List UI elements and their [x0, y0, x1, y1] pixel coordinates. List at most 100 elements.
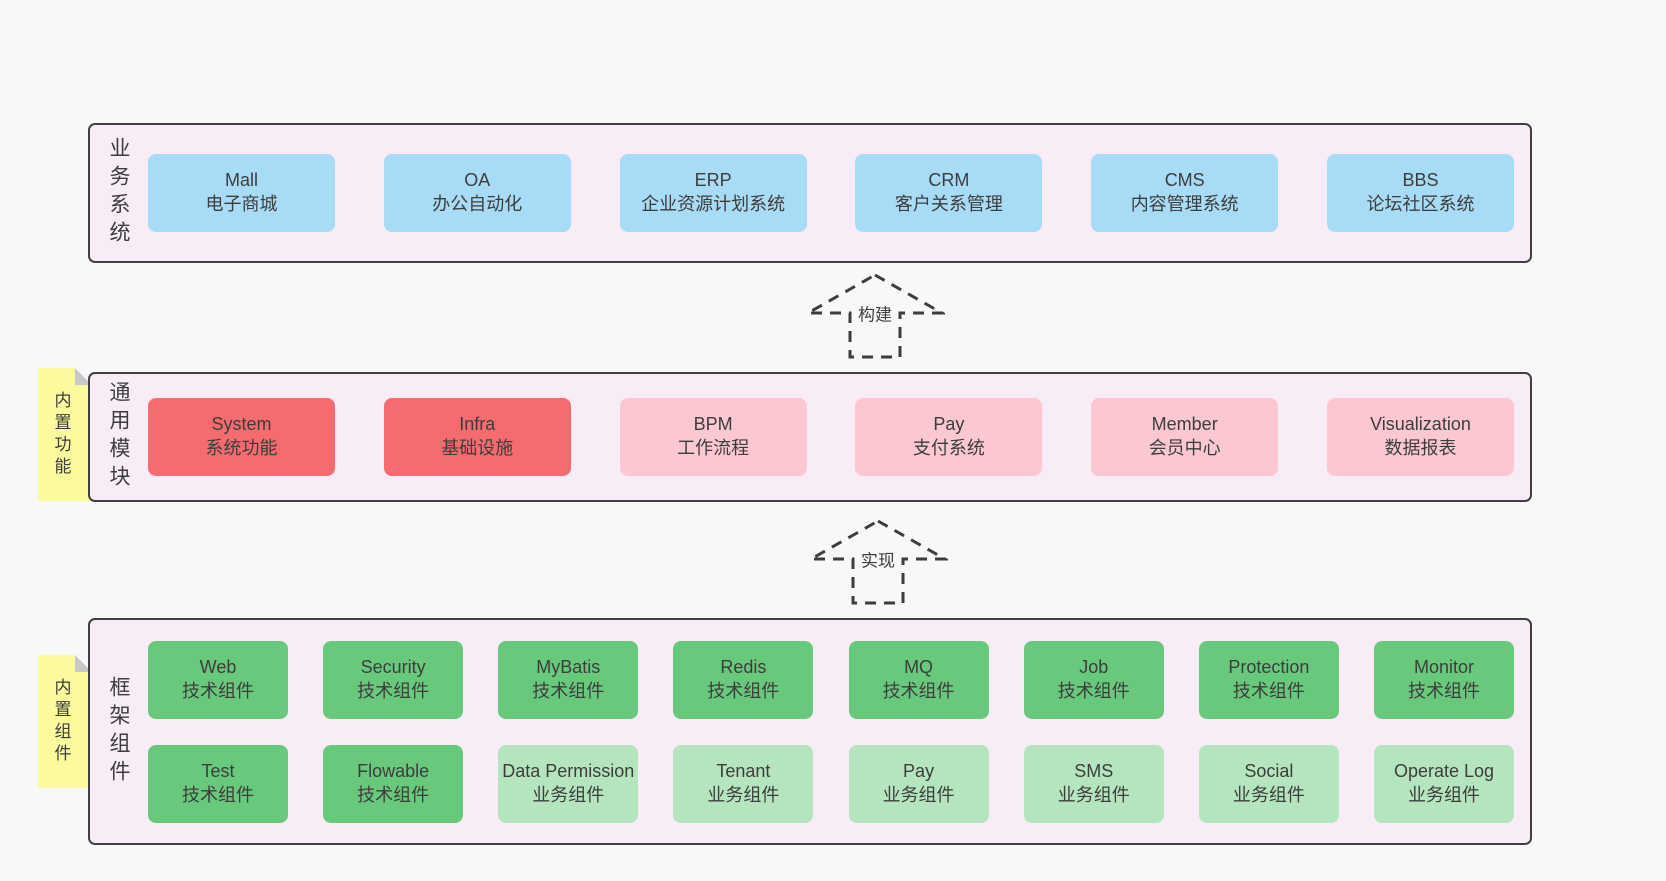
sticky-note-built-in-components: 内置组件 [38, 655, 92, 788]
module-box-title: MyBatis [536, 656, 601, 677]
module-box-bpm: BPM 工作流程 [619, 398, 807, 476]
module-box-test: Test 技术组件 [148, 744, 288, 823]
module-box-title: Pay [933, 414, 965, 435]
sticky-note-built-in-features: 内置功能 [38, 368, 92, 501]
module-box-job: Job 技术组件 [1023, 640, 1164, 719]
module-box-flowable: Flowable 技术组件 [323, 744, 464, 823]
module-box-subtitle: 技术组件 [182, 784, 254, 805]
module-box-subtitle: 工作流程 [677, 438, 750, 458]
module-box-title: CRM [928, 170, 970, 191]
section-label-business-systems: 业务系统 [107, 137, 130, 249]
module-box-subtitle: 支付系统 [912, 438, 985, 458]
module-box-title: BBS [1402, 170, 1439, 191]
sticky-note-label: 内置组件 [51, 677, 71, 766]
module-box-subtitle: 技术组件 [1407, 680, 1480, 701]
module-box-mq: MQ 技术组件 [848, 640, 989, 719]
up-arrow-icon [808, 519, 948, 605]
module-box-subtitle: 业务组件 [1407, 784, 1480, 805]
module-box-mybatis: MyBatis 技术组件 [498, 640, 639, 719]
module-box-title: Member [1151, 414, 1218, 435]
module-box-subtitle: 技术组件 [707, 680, 780, 701]
module-box-title: BPM [693, 414, 733, 435]
module-box-bbs: BBS 论坛社区系统 [1326, 154, 1514, 232]
section-common-modules: 通用模块 System 系统功能 Infra 基础设施 BPM 工作流程 Pay 支付系统 Me… [88, 372, 1532, 502]
module-box-title: ERP [694, 170, 732, 191]
module-box-subtitle: 业务组件 [532, 784, 605, 805]
up-arrow-icon [805, 273, 945, 359]
module-box-oa: OA 办公自动化 [383, 154, 571, 232]
module-box-title: Protection [1228, 656, 1310, 677]
module-box-subtitle: 技术组件 [882, 680, 955, 701]
module-box-subtitle: 论坛社区系统 [1366, 194, 1475, 214]
module-box-title: MQ [904, 656, 934, 677]
module-box-infra: Infra 基础设施 [383, 398, 571, 476]
module-box-title: Redis [720, 656, 767, 677]
module-box-subtitle: 内容管理系统 [1130, 194, 1239, 214]
module-box-subtitle: 会员中心 [1148, 438, 1221, 458]
module-box-title: OA [464, 170, 491, 191]
module-box-operate-log: Operate Log 业务组件 [1373, 744, 1514, 823]
module-box-system: System 系统功能 [148, 398, 335, 476]
module-box-title: Flowable [357, 760, 430, 781]
module-box-title: Infra [459, 414, 496, 435]
module-box-title: Test [201, 760, 235, 781]
implement-arrow-label: 实现 [858, 545, 898, 573]
module-box-title: Web [199, 656, 237, 677]
section-label-common-modules: 通用模块 [107, 381, 130, 493]
module-box-subtitle: 系统功能 [205, 438, 278, 458]
module-box-title: Visualization [1370, 414, 1471, 435]
module-box-subtitle: 办公自动化 [432, 194, 523, 214]
module-box-title: Data Permission [502, 760, 635, 781]
module-box-web: Web 技术组件 [148, 640, 288, 719]
module-box-pay: Pay 支付系统 [855, 398, 1043, 476]
module-box-subtitle: 技术组件 [1232, 680, 1305, 701]
module-box-subtitle: 电子商城 [205, 194, 278, 214]
module-box-subtitle: 基础设施 [441, 438, 514, 458]
module-box-subtitle: 业务组件 [1057, 784, 1130, 805]
module-box-title: Mall [224, 170, 258, 191]
box-row: System 系统功能 Infra 基础设施 BPM 工作流程 Pay 支付系统 Member 会… [148, 398, 1514, 476]
module-box-data-permission: Data Permission 业务组件 [498, 744, 639, 823]
common-modules-boxes: System 系统功能 Infra 基础设施 BPM 工作流程 Pay 支付系统 Member 会… [146, 374, 1530, 500]
module-box-title: CMS [1164, 170, 1205, 191]
module-box-subtitle: 技术组件 [532, 680, 605, 701]
module-box-title: Security [360, 656, 426, 677]
module-box-subtitle: 业务组件 [882, 784, 955, 805]
sticky-note-label: 内置功能 [51, 390, 71, 479]
module-box-title: Job [1079, 656, 1109, 677]
module-box-tenant: Tenant 业务组件 [673, 744, 814, 823]
module-box-subtitle: 业务组件 [707, 784, 780, 805]
module-box-mall: Mall 电子商城 [148, 154, 335, 232]
module-box-protection: Protection 技术组件 [1198, 640, 1339, 719]
module-box-subtitle: 数据报表 [1384, 438, 1457, 458]
module-box-visualization: Visualization 数据报表 [1326, 398, 1514, 476]
module-box-title: Monitor [1413, 656, 1474, 677]
module-box-title: Operate Log [1393, 760, 1495, 781]
module-box-subtitle: 技术组件 [357, 784, 430, 805]
module-box-subtitle: 技术组件 [357, 680, 430, 701]
module-box-title: Pay [903, 760, 935, 781]
module-box-title: System [211, 414, 272, 435]
module-box-subtitle: 技术组件 [182, 680, 254, 701]
module-box-subtitle: 技术组件 [1057, 680, 1130, 701]
module-box-pay: Pay 业务组件 [848, 744, 989, 823]
module-box-redis: Redis 技术组件 [673, 640, 814, 719]
module-box-subtitle: 业务组件 [1232, 784, 1305, 805]
module-box-title: Tenant [716, 760, 771, 781]
module-box-subtitle: 企业资源计划系统 [641, 194, 786, 214]
build-arrow: 构建 [805, 272, 945, 360]
implement-arrow: 实现 [808, 518, 948, 606]
build-arrow-label: 构建 [855, 299, 895, 327]
module-box-member: Member 会员中心 [1091, 398, 1279, 476]
